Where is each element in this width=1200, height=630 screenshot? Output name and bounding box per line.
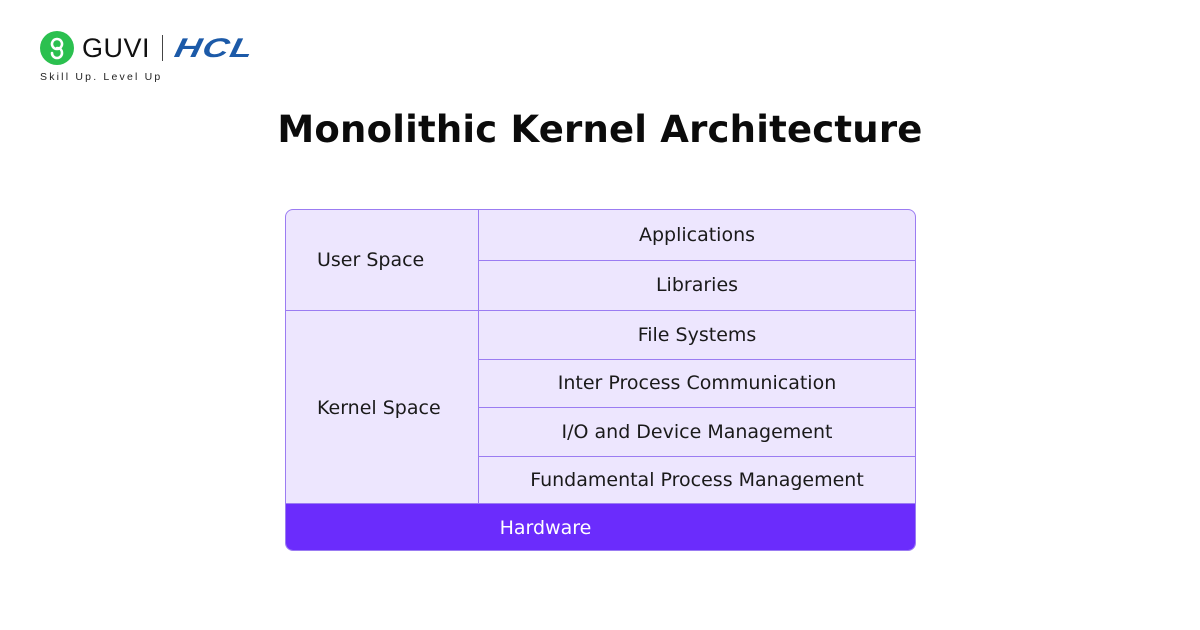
layer-cell: I/O and Device Management xyxy=(479,408,915,457)
hardware-layer: Hardware xyxy=(286,503,915,550)
guvi-logo-icon xyxy=(40,31,74,65)
layer-cell: File Systems xyxy=(479,311,915,360)
layer-cell: Fundamental Process Management xyxy=(530,469,864,492)
diagram-title: Monolithic Kernel Architecture xyxy=(277,108,923,151)
layer-cell: Inter Process Communication xyxy=(479,360,915,408)
logo-divider xyxy=(162,35,164,61)
brand-tagline: Skill Up. Level Up xyxy=(40,71,163,83)
group-label: User Space xyxy=(286,210,479,310)
user-space-group: User Space Applications Libraries xyxy=(286,210,915,311)
architecture-diagram: User Space Applications Libraries Kernel… xyxy=(285,209,916,551)
hcl-wordmark: HCL xyxy=(171,32,258,63)
guvi-wordmark: GUVI xyxy=(82,32,151,63)
kernel-space-group: Kernel Space File Systems Inter Process … xyxy=(286,311,915,504)
brand-logo: GUVI HCL Skill Up. Level Up xyxy=(40,30,257,83)
layer-cell: Libraries xyxy=(655,274,739,297)
group-label: Kernel Space xyxy=(286,311,479,504)
hardware-label: Hardware xyxy=(499,516,592,539)
layer-cell: Applications xyxy=(479,210,915,261)
